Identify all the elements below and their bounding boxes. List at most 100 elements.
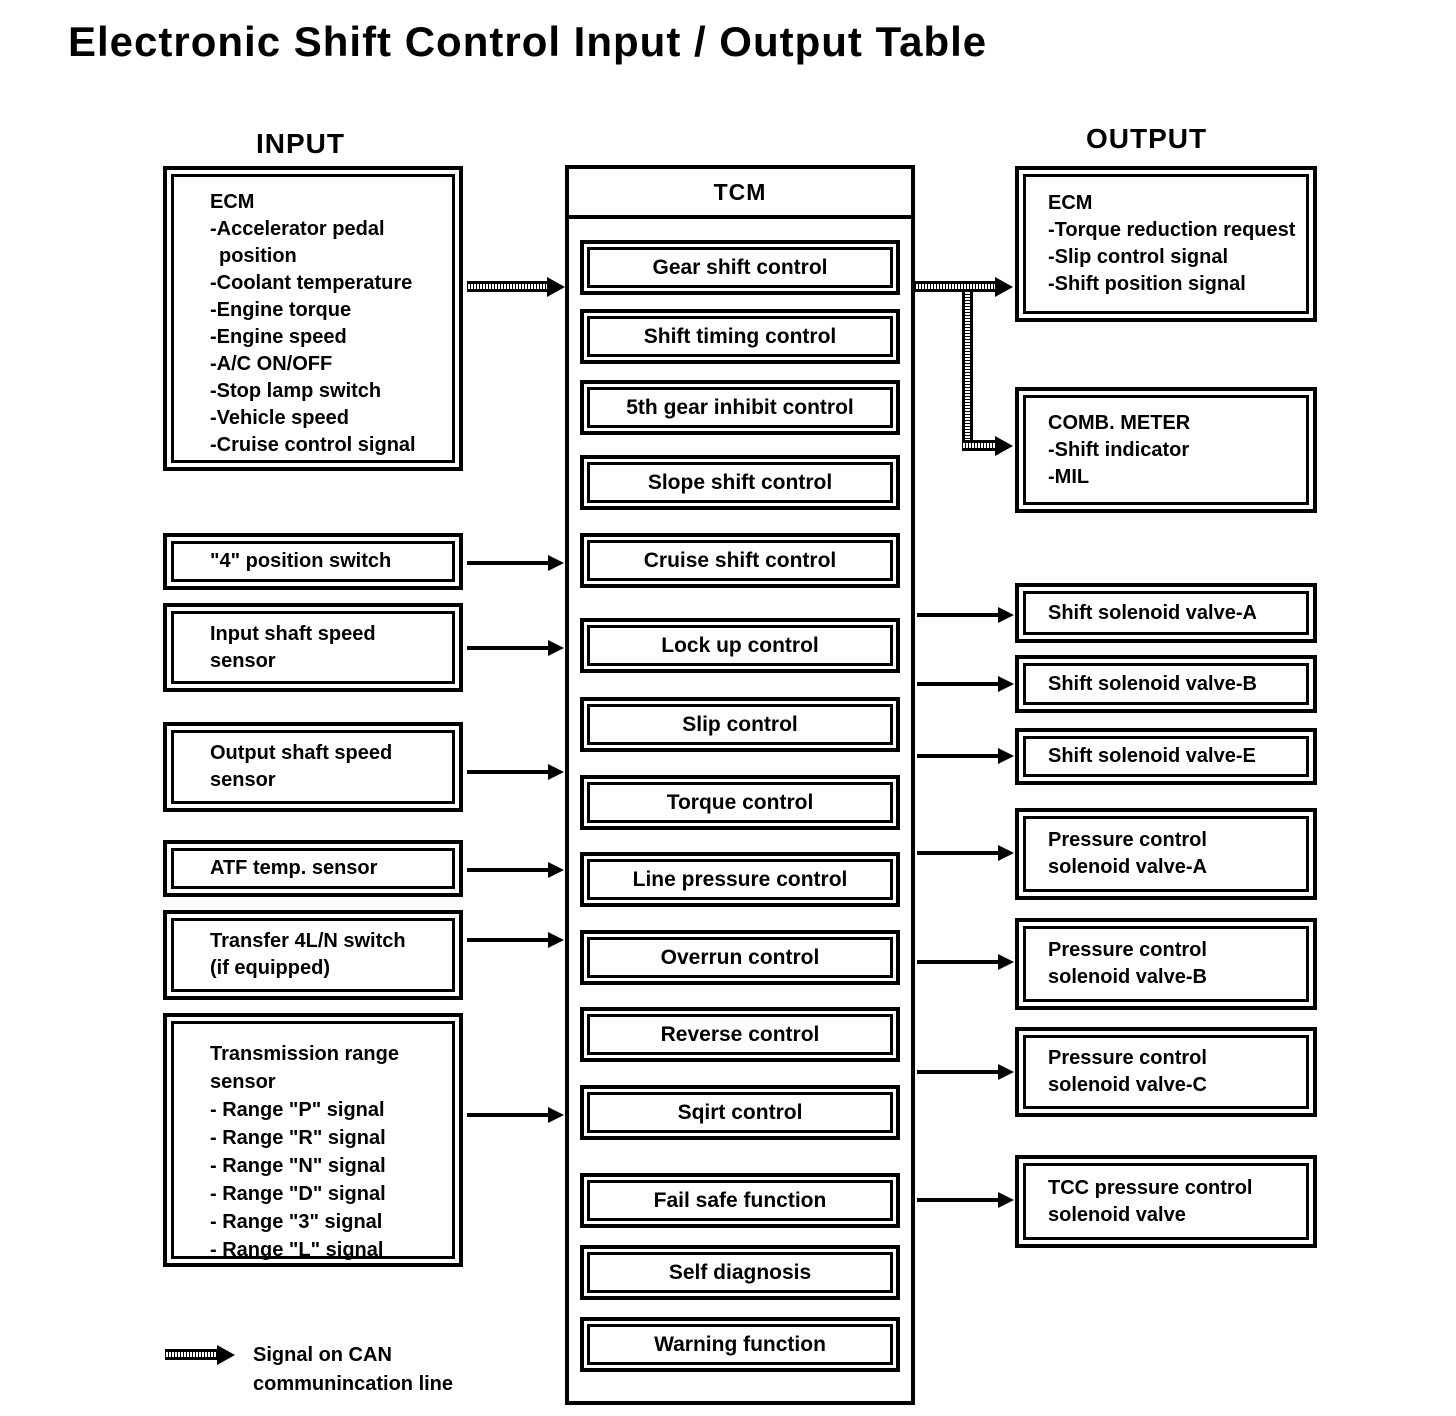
list-item: -Engine speed	[210, 326, 347, 348]
list-item: -Coolant temperature	[210, 272, 413, 294]
box-frame: Gear shift control	[587, 247, 893, 288]
box-frame: Line pressure control	[587, 859, 893, 900]
arrow-input-shaft-speed-to-tcm	[467, 646, 548, 650]
tcm-function-sqirt-control: Sqirt control	[580, 1085, 900, 1140]
box-title: ECM	[210, 191, 255, 213]
tcm-function-reverse-control: Reverse control	[580, 1007, 900, 1062]
list-item: -Shift indicator	[1048, 438, 1190, 461]
box-title: COMB. METER	[1048, 411, 1191, 434]
output-box-pressure-control-solenoid-valve-a: Pressure control solenoid valve-A	[1015, 808, 1317, 900]
box-frame: ECM -Accelerator pedal position -Coolant…	[171, 174, 455, 463]
list-item: -Stop lamp switch	[210, 380, 382, 402]
box-label: ATF temp. sensor	[210, 857, 378, 879]
box-label: Pressure control solenoid valve-A	[1048, 829, 1207, 878]
arrow-tcm-to-tcc-valve	[917, 1198, 998, 1202]
box-frame: Slip control	[587, 704, 893, 745]
box-label: Transfer 4L/N switch (if equipped)	[210, 930, 406, 979]
box-frame: TCC pressure control solenoid valve	[1023, 1163, 1309, 1240]
arrow-transmission-range-sensor-to-tcm	[467, 1113, 548, 1117]
box-frame: "4" position switch	[171, 541, 455, 582]
arrow-tcm-to-pressure-control-valve-a	[917, 851, 998, 855]
tcm-function-gear-shift-control: Gear shift control	[580, 240, 900, 295]
tcm-function-5th-gear-inhibit-control: 5th gear inhibit control	[580, 380, 900, 435]
list-item: -Cruise control signal	[210, 434, 416, 456]
list-item: - Range "R" signal	[210, 1127, 386, 1149]
output-box-shift-solenoid-valve-e: Shift solenoid valve-E	[1015, 728, 1317, 785]
box-frame: Lock up control	[587, 625, 893, 666]
box-label: Overrun control	[660, 945, 820, 969]
box-frame: Reverse control	[587, 1014, 893, 1055]
box-label: Gear shift control	[652, 255, 828, 279]
output-box-comb-meter: COMB. METER -Shift indicator -MIL	[1015, 387, 1317, 513]
input-box-4-position-switch: "4" position switch	[163, 533, 463, 590]
output-box-shift-solenoid-valve-a: Shift solenoid valve-A	[1015, 583, 1317, 643]
box-frame: Output shaft speed sensor	[171, 730, 455, 804]
arrow-tcm-to-pressure-control-valve-b	[917, 960, 998, 964]
output-box-pressure-control-solenoid-valve-b: Pressure control solenoid valve-B	[1015, 918, 1317, 1010]
output-box-pressure-control-solenoid-valve-c: Pressure control solenoid valve-C	[1015, 1027, 1317, 1117]
can-branch-vertical	[962, 292, 973, 442]
tcm-function-cruise-shift-control: Cruise shift control	[580, 533, 900, 588]
can-arrow-tcm-to-ecm	[915, 281, 995, 292]
box-frame: Shift solenoid valve-E	[1023, 736, 1309, 777]
input-column-label: INPUT	[256, 128, 345, 159]
arrow-tcm-to-shift-solenoid-valve-b	[917, 682, 998, 686]
box-frame: Shift solenoid valve-B	[1023, 663, 1309, 705]
box-label: Line pressure control	[632, 867, 848, 891]
tcm-function-torque-control: Torque control	[580, 775, 900, 830]
box-label: Fail safe function	[653, 1188, 827, 1212]
input-box-input-shaft-speed-sensor: Input shaft speed sensor	[163, 603, 463, 692]
box-frame: Self diagnosis	[587, 1252, 893, 1293]
input-box-transmission-range-sensor: Transmission range sensor - Range "P" si…	[163, 1013, 463, 1267]
box-frame: Torque control	[587, 782, 893, 823]
box-label: Slope shift control	[647, 470, 833, 494]
box-label: Shift solenoid valve-A	[1048, 601, 1257, 624]
tcm-function-slip-control: Slip control	[580, 697, 900, 752]
box-frame: Warning function	[587, 1324, 893, 1365]
box-label: Warning function	[654, 1332, 826, 1356]
arrow-atf-temp-sensor-to-tcm	[467, 868, 548, 872]
box-frame: Sqirt control	[587, 1092, 893, 1133]
box-title: Transmission range sensor	[210, 1043, 399, 1093]
box-label: Torque control	[666, 790, 814, 814]
tcm-function-slope-shift-control: Slope shift control	[580, 455, 900, 510]
box-frame: Transfer 4L/N switch (if equipped)	[171, 918, 455, 992]
box-frame: Transmission range sensor - Range "P" si…	[171, 1021, 455, 1261]
box-frame: ECM -Torque reduction request -Slip cont…	[1023, 174, 1309, 314]
page-title: Electronic Shift Control Input / Output …	[68, 18, 988, 65]
list-item: - Range "D" signal	[210, 1183, 386, 1205]
box-label: 5th gear inhibit control	[626, 395, 854, 419]
box-frame: 5th gear inhibit control	[587, 387, 893, 428]
legend-label: Signal on CAN communincation line	[253, 1344, 454, 1395]
tcm-function-line-pressure-control: Line pressure control	[580, 852, 900, 907]
list-item: -Torque reduction request	[1048, 219, 1296, 241]
tcm-function-fail-safe-function: Fail safe function	[580, 1173, 900, 1228]
box-label: Shift timing control	[643, 324, 837, 348]
box-frame: COMB. METER -Shift indicator -MIL	[1023, 395, 1309, 505]
box-label: Self diagnosis	[668, 1260, 812, 1284]
arrow-4-position-switch-to-tcm	[467, 561, 548, 565]
box-label: Lock up control	[661, 633, 819, 657]
list-item: -MIL	[1048, 465, 1090, 488]
tcm-function-warning-function: Warning function	[580, 1317, 900, 1372]
input-box-output-shaft-speed-sensor: Output shaft speed sensor	[163, 722, 463, 812]
output-box-shift-solenoid-valve-b: Shift solenoid valve-B	[1015, 655, 1317, 713]
arrow-output-shaft-speed-to-tcm	[467, 770, 548, 774]
tcm-function-overrun-control: Overrun control	[580, 930, 900, 985]
box-label: Shift solenoid valve-E	[1048, 745, 1256, 767]
output-column-label: OUTPUT	[1086, 123, 1208, 154]
list-item: - Range "3" signal	[210, 1211, 383, 1233]
box-label: TCC pressure control solenoid valve	[1048, 1176, 1253, 1226]
box-label: Reverse control	[660, 1022, 820, 1046]
box-frame: Pressure control solenoid valve-A	[1023, 816, 1309, 892]
box-label: Pressure control solenoid valve-B	[1048, 939, 1207, 988]
list-item: -A/C ON/OFF	[210, 353, 333, 375]
list-item: -Accelerator pedal position	[210, 218, 385, 267]
input-box-transfer-4ln-switch: Transfer 4L/N switch (if equipped)	[163, 910, 463, 1000]
box-label: Sqirt control	[677, 1100, 803, 1124]
list-item: -Vehicle speed	[210, 407, 349, 429]
can-legend-arrow-icon	[165, 1349, 217, 1360]
box-title: ECM	[1048, 192, 1093, 214]
tcm-function-lock-up-control: Lock up control	[580, 618, 900, 673]
